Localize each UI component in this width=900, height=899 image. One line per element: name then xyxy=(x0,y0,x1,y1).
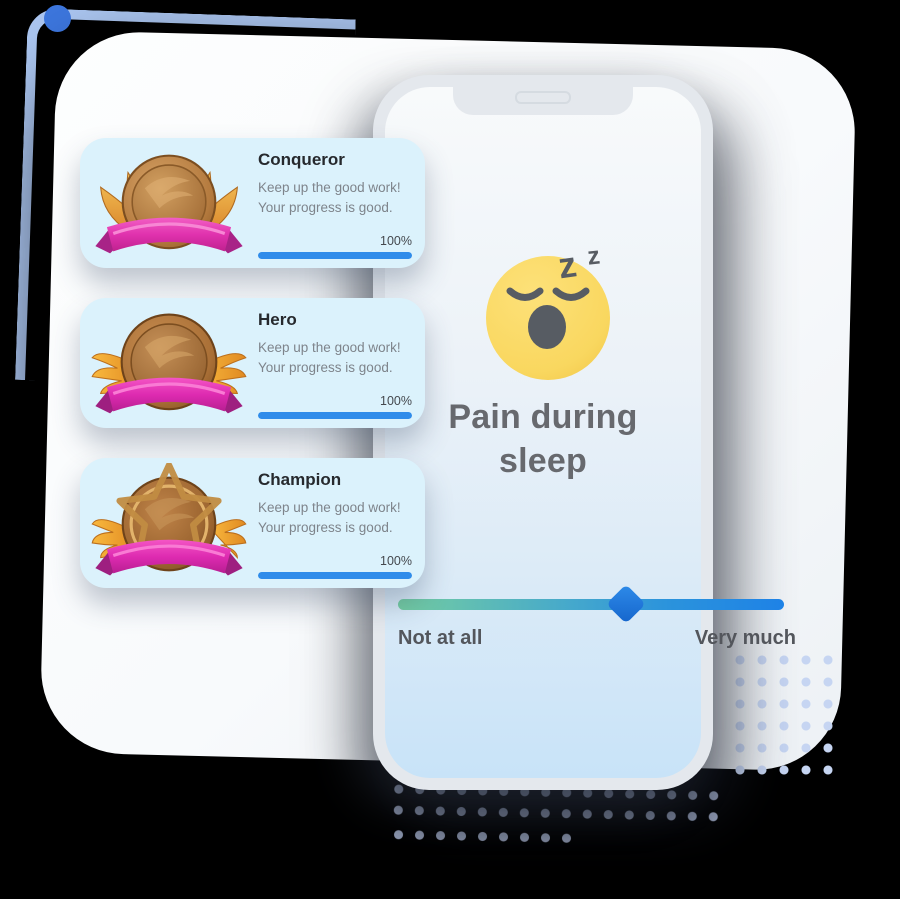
phone-screen: z z Pain during sleep xyxy=(385,87,701,778)
slider-label-max: Very much xyxy=(694,627,796,649)
badge-description: Keep up the good work! Your progress is … xyxy=(258,500,401,535)
badge-description: Keep up the good work! Your progress is … xyxy=(258,340,401,375)
phone-speaker xyxy=(515,91,571,104)
badge-card-champion: Champion Keep up the good work! Your pro… xyxy=(80,458,425,588)
question-title: Pain during sleep xyxy=(448,398,638,480)
medal-conqueror-icon xyxy=(95,154,243,254)
sleepy-emoji-icon: z z xyxy=(486,242,610,380)
badge-card-conqueror: Conqueror Keep up the good work! Your pr… xyxy=(80,138,425,268)
badge-title: Champion xyxy=(258,470,342,489)
badge-progress-percent: 100% xyxy=(380,394,412,408)
medal-champion-icon xyxy=(91,463,247,576)
dot-pattern-bottom-row xyxy=(387,823,581,851)
phone-notch xyxy=(453,87,633,115)
slider-track[interactable] xyxy=(398,584,784,624)
slider-label-min: Not at all xyxy=(398,627,483,649)
badge-progress-bar xyxy=(258,252,412,259)
badge-description: Keep up the good work! Your progress is … xyxy=(258,180,401,215)
corner-dot-decoration xyxy=(44,5,71,32)
phone-mockup: z z Pain during sleep xyxy=(373,75,713,790)
medal-hero-icon xyxy=(91,313,247,414)
pain-slider: Not at all Very much xyxy=(398,584,796,650)
svg-text:z: z xyxy=(586,242,601,271)
badge-progress-bar xyxy=(258,572,412,579)
badge-progress-percent: 100% xyxy=(380,234,412,248)
slider-labels: Not at all Very much xyxy=(398,627,796,650)
dot-pattern-right xyxy=(729,649,841,783)
badge-title: Conqueror xyxy=(258,150,345,169)
badge-progress-percent: 100% xyxy=(380,554,412,568)
badge-title: Hero xyxy=(258,310,297,329)
svg-text:z: z xyxy=(555,243,579,286)
badge-progress-bar xyxy=(258,412,412,419)
badge-card-hero: Hero Keep up the good work! Your progres… xyxy=(80,298,425,428)
